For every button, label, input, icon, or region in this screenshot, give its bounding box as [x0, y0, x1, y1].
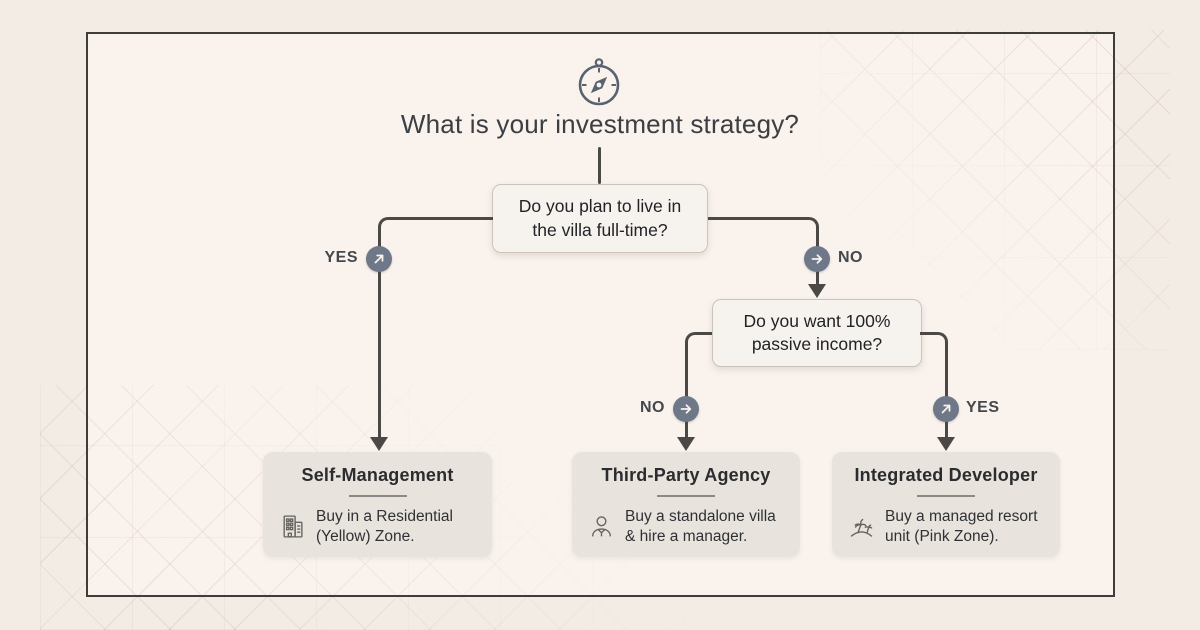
result-description: Buy a standalone villa & hire a manager.	[625, 508, 776, 545]
result-description: Buy a managed resort unit (Pink Zone).	[885, 508, 1038, 545]
result-description: Buy in a Residential (Yellow) Zone.	[316, 508, 453, 545]
connector-q2-no	[684, 331, 712, 439]
question-text: Do you want 100% passive income?	[743, 310, 891, 354]
result-node-integrated-developer: Integrated Developer Buy a managed resor…	[832, 452, 1060, 557]
result-title: Integrated Developer	[854, 465, 1038, 485]
question-node-live-full-time: Do you plan to live in the villa full-ti…	[492, 184, 708, 253]
connector-q1-no	[708, 216, 819, 285]
edge-label-q1-yes: YES	[324, 249, 358, 266]
decorative-pattern-top-right	[820, 30, 1170, 350]
arrow-right-icon	[804, 246, 830, 272]
divider	[657, 495, 715, 497]
result-node-third-party-agency: Third-Party Agency Buy a standalone vill…	[572, 452, 800, 557]
arrow-up-right-icon	[366, 246, 392, 272]
divider	[348, 495, 407, 497]
question-text: Do you plan to live in the villa full-ti…	[518, 196, 682, 240]
arrow-right-icon	[673, 396, 699, 422]
result-title: Third-Party Agency	[601, 465, 771, 485]
edge-label-q2-no: NO	[640, 399, 665, 416]
connector-q1-yes	[377, 216, 493, 439]
connector-q2-yes	[920, 331, 948, 439]
page-title: What is your investment strategy?	[400, 109, 800, 139]
question-node-passive-income: Do you want 100% passive income?	[712, 299, 922, 367]
arrowhead-down	[808, 284, 826, 298]
result-title: Self-Management	[301, 465, 454, 485]
resort-icon	[848, 513, 875, 540]
compass-icon	[576, 57, 622, 112]
result-node-self-management: Self-Management Buy in a Residenti	[263, 452, 492, 557]
building-icon	[279, 513, 306, 540]
edge-label-q1-no: NO	[838, 249, 863, 266]
connector-title-q1	[597, 147, 601, 184]
edge-label-q2-yes: YES	[966, 399, 1000, 416]
arrowhead-down	[677, 437, 695, 451]
arrowhead-down	[937, 437, 955, 451]
arrowhead-down	[370, 437, 388, 451]
arrow-up-right-icon	[933, 396, 959, 422]
divider	[917, 495, 975, 497]
manager-icon	[588, 513, 615, 540]
